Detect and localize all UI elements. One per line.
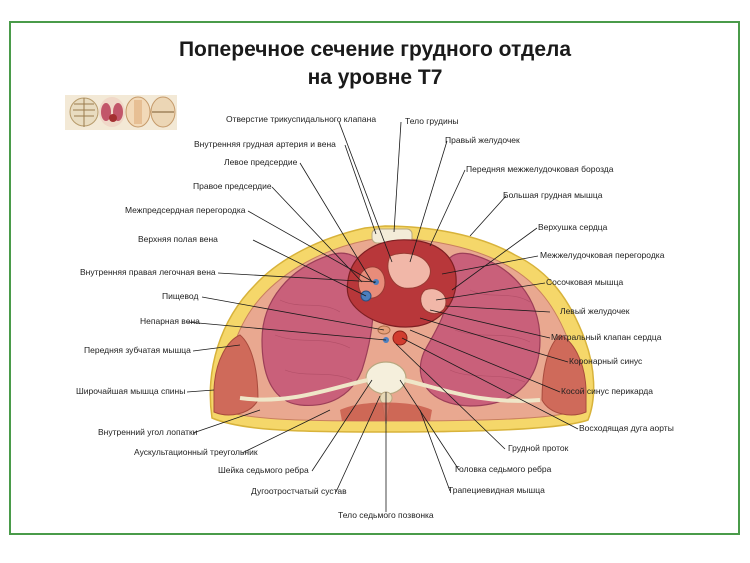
label-serratus: Передняя зубчатая мышца: [84, 345, 191, 355]
label-oblique-sinus: Косой синус перикарда: [561, 386, 653, 396]
organs-thumbnail: [99, 97, 125, 127]
skeleton-thumbnail: [69, 97, 99, 127]
title-line-2: на уровне Т7: [307, 66, 443, 89]
label-right-atrium: Правое предсердие: [193, 181, 272, 191]
right-back-muscle: [213, 334, 259, 416]
orientation-thumbnails: [65, 95, 177, 130]
label-esophagus: Пищевод: [162, 291, 199, 301]
label-auscultation: Аускультационный треугольник: [134, 447, 258, 457]
label-left-atrium: Левое предсердие: [224, 157, 298, 167]
label-thoracic-duct: Грудной проток: [508, 443, 569, 453]
label-ivs: Межжелудочковая перегородка: [540, 250, 665, 260]
label-mitral: Митральный клапан сердца: [551, 332, 662, 342]
section-thumbnail: [150, 96, 176, 128]
label-coronary-sinus: Коронарный синус: [569, 356, 643, 366]
label-trapezius: Трапециевидная мышца: [448, 485, 545, 495]
label-tricuspid-opening: Отверстие трикуспидального клапана: [226, 114, 377, 124]
label-scapula-angle: Внутренний угол лопатки: [98, 427, 198, 437]
label-sternum-body: Тело грудины: [405, 116, 459, 126]
label-right-ventricle: Правый желудочек: [445, 135, 520, 145]
label-rib-neck: Шейка седьмого ребра: [218, 465, 309, 475]
page-title: Поперечное сечение грудного отдела на ур…: [0, 36, 750, 92]
right-atrium-cavity: [357, 266, 386, 299]
title-line-1: Поперечное сечение грудного отдела: [178, 38, 572, 61]
label-interatrial-septum: Межпредсердная перегородка: [125, 205, 246, 215]
label-svc: Верхняя полая вена: [138, 234, 218, 244]
label-left-ventricle: Левый желудочек: [560, 306, 630, 316]
right-lung: [261, 252, 374, 407]
label-pectoralis-major: Большая грудная мышца: [503, 190, 603, 200]
label-papillary: Сосочковая мышца: [546, 277, 624, 287]
label-latissimus: Широчайшая мышца спины: [76, 386, 186, 396]
label-aorta: Восходящая дуга аорты: [579, 423, 674, 433]
label-azygos: Непарная вена: [140, 316, 200, 326]
label-anterior-groove: Передняя межжелудочковая борозда: [466, 164, 614, 174]
left-rib: [403, 378, 541, 403]
label-costotransverse: Дугоотростчатый сустав: [251, 486, 347, 496]
label-apex: Верхушка сердца: [538, 222, 608, 232]
right-ventricle-cavity: [387, 252, 431, 289]
torso-thumbnail: [125, 96, 151, 128]
label-internal-thoracic: Внутренняя грудная артерия и вена: [194, 139, 336, 149]
label-pulmonary-vein: Внутренняя правая легочная вена: [80, 267, 216, 277]
aorta-vessel: [392, 330, 408, 346]
right-rib: [239, 378, 369, 402]
left-back-muscle: [541, 334, 587, 416]
label-rib-head: Головка седьмого ребра: [455, 464, 552, 474]
label-vertebra-body: Тело седьмого позвонка: [338, 510, 434, 520]
